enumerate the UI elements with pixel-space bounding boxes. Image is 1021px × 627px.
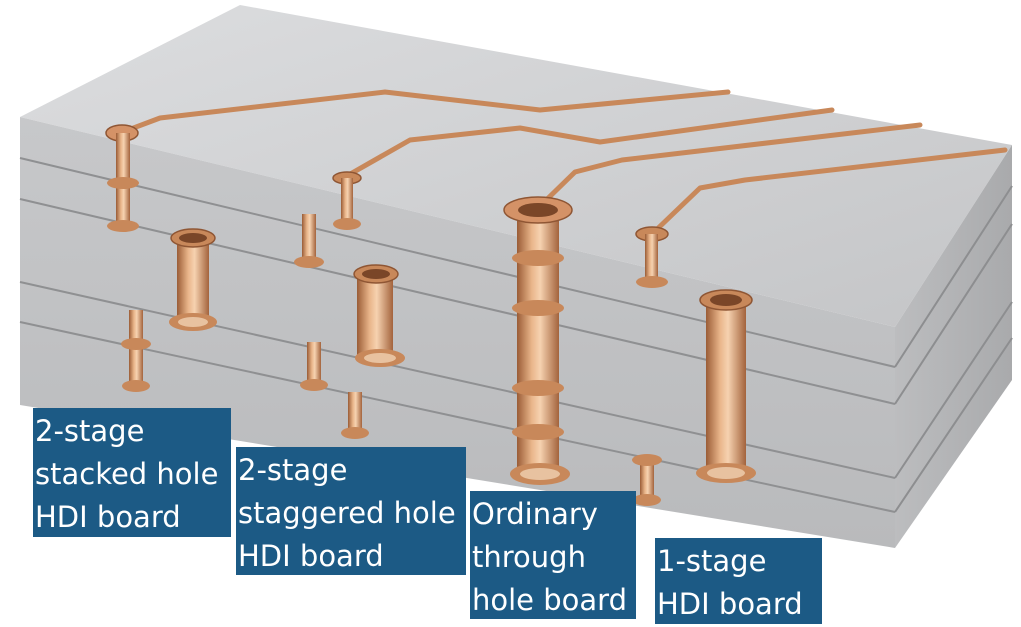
pcb-stack bbox=[19, 5, 1013, 548]
label-one-stage-hdi: 1-stage HDI board bbox=[655, 538, 822, 624]
via-one-stage bbox=[632, 226, 756, 506]
label-one-stage-line-2: HDI board bbox=[657, 587, 803, 621]
label-stacked-line-1: 2-stage bbox=[35, 414, 145, 448]
board-side-face bbox=[895, 145, 1012, 548]
label-stacked-line-2: stacked hole bbox=[35, 457, 219, 491]
via-through-hole bbox=[503, 196, 573, 485]
label-through-line-2: through bbox=[472, 540, 586, 574]
layer-seams-front bbox=[19, 157, 896, 513]
label-through-line-3: hole board bbox=[472, 583, 627, 617]
label-stacked-hole-hdi: 2-stage stacked hole HDI board bbox=[33, 408, 231, 537]
label-staggered-line-3: HDI board bbox=[238, 539, 384, 573]
copper-traces bbox=[117, 89, 1008, 237]
layer-seams-side bbox=[894, 185, 1013, 513]
board-top-surface bbox=[20, 5, 1012, 327]
label-through-line-1: Ordinary bbox=[472, 497, 598, 531]
label-ordinary-through-hole: Ordinary through hole board bbox=[470, 491, 636, 619]
via-stacked-hole bbox=[105, 124, 217, 392]
label-stacked-line-3: HDI board bbox=[35, 500, 181, 534]
label-staggered-hole-hdi: 2-stage staggered hole HDI board bbox=[236, 447, 466, 575]
via-staggered-hole bbox=[294, 171, 405, 439]
label-staggered-line-1: 2-stage bbox=[238, 453, 348, 487]
label-staggered-line-2: staggered hole bbox=[238, 496, 456, 530]
label-one-stage-line-1: 1-stage bbox=[657, 544, 767, 578]
board-front-face bbox=[20, 117, 895, 548]
